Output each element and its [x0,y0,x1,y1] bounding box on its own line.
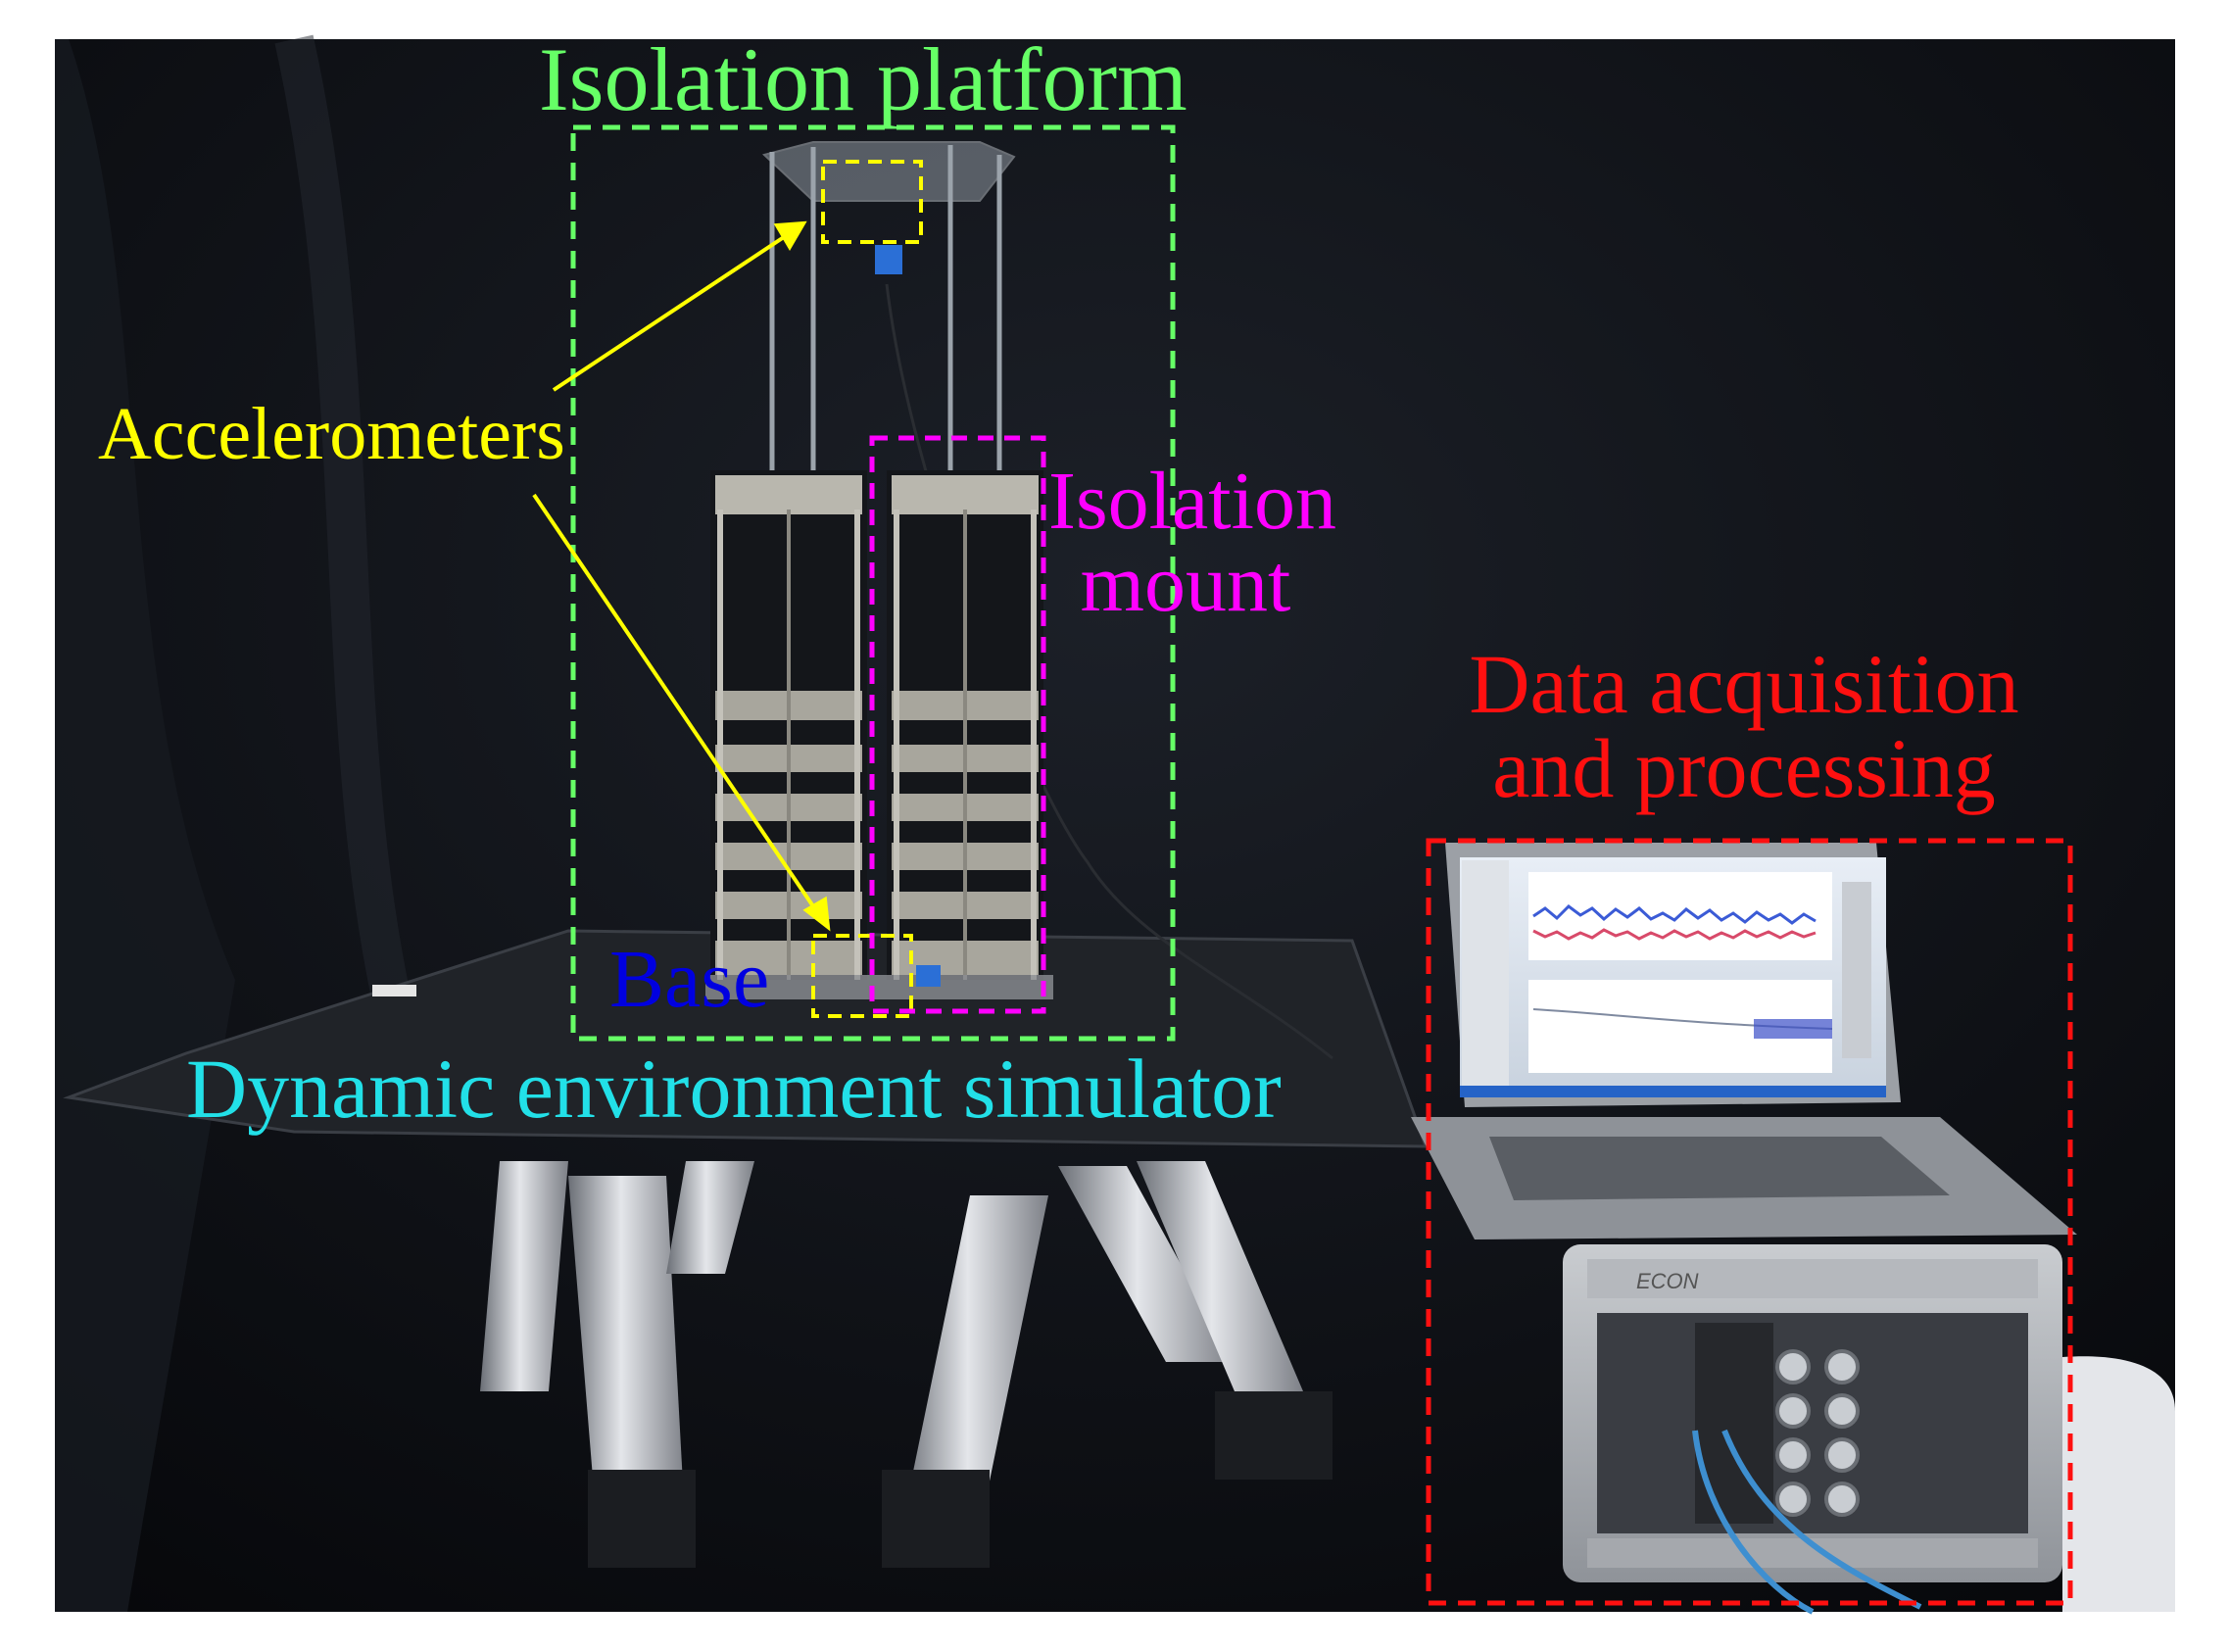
platform-rods [769,145,1002,470]
curtain-fold [55,39,235,1612]
isolation-tower-left [710,470,867,980]
isolation-platform-label: Isolation platform [539,29,1187,129]
top-accelerometer-box [821,160,923,244]
isolation-mount-line-1: Isolation [1048,456,1336,547]
simulator-legs [480,1161,1333,1568]
isolation-mount-label: Isolation mount [1048,456,1336,629]
daq-brand-text: ECON [1636,1269,1699,1293]
curtain-fold [274,34,431,1084]
accelerometers-label: Accelerometers [98,393,565,475]
simulator-marker [372,985,416,996]
dynamic-environment-simulator-label: Dynamic environment simulator [186,1042,1282,1136]
base-accelerometer [916,965,941,987]
base-label: Base [609,934,770,1025]
data-acquisition-line-1: Data acquisition [1469,637,2019,731]
isolation-mount-line-2: mount [1080,538,1291,629]
daq-unit: ECON [1563,1244,2062,1582]
base-accelerometer-box [811,934,913,1018]
isolation-tower-right [887,470,1043,980]
accelerometer-arrows [532,220,831,932]
top-accelerometer [875,245,902,274]
sensor-cable [885,283,1333,1060]
isolation-platform-box [570,124,1176,1042]
network-cable [1721,1429,1922,1610]
side-equipment [2062,1356,2175,1612]
base-plate [705,975,1053,999]
data-acquisition-box [1426,838,2073,1606]
data-acquisition-line-2: and processing [1492,721,1996,815]
isolation-mount-box [869,435,1046,1014]
laptop [1411,843,2077,1239]
data-acquisition-label: Data acquisition and processing [1401,642,2087,810]
